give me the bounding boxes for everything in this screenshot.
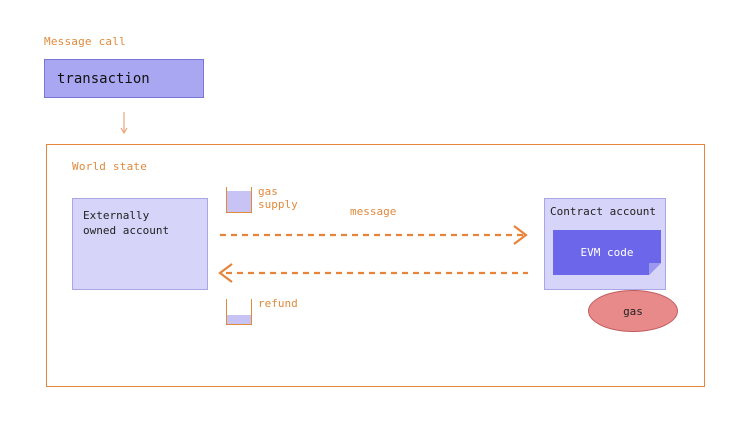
contract-account-box: Contract account EVM code bbox=[544, 198, 666, 290]
externally-owned-account-box: Externally owned account bbox=[72, 198, 208, 290]
refund-cup bbox=[226, 299, 252, 325]
transaction-label: transaction bbox=[57, 70, 150, 87]
transaction-down-arrow bbox=[120, 112, 128, 135]
transaction-box: transaction bbox=[44, 59, 204, 98]
gas-supply-fill bbox=[227, 190, 251, 212]
contract-account-label: Contract account bbox=[550, 205, 656, 218]
refund-label: refund bbox=[258, 297, 298, 310]
world-state-frame bbox=[46, 144, 705, 387]
eoa-label: Externally owned account bbox=[83, 209, 170, 237]
gas-ellipse: gas bbox=[588, 290, 678, 332]
message-label: message bbox=[350, 205, 397, 218]
gas-supply-cup bbox=[226, 187, 252, 213]
gas-supply-label: gas supply bbox=[258, 185, 298, 211]
refund-fill bbox=[227, 315, 251, 324]
evm-page-fold-icon bbox=[649, 263, 661, 275]
message-call-label: Message call bbox=[44, 35, 126, 48]
gas-label: gas bbox=[623, 304, 643, 318]
evm-code-label: EVM code bbox=[580, 246, 634, 259]
world-state-label: World state bbox=[72, 160, 148, 173]
evm-code-box: EVM code bbox=[553, 230, 661, 275]
